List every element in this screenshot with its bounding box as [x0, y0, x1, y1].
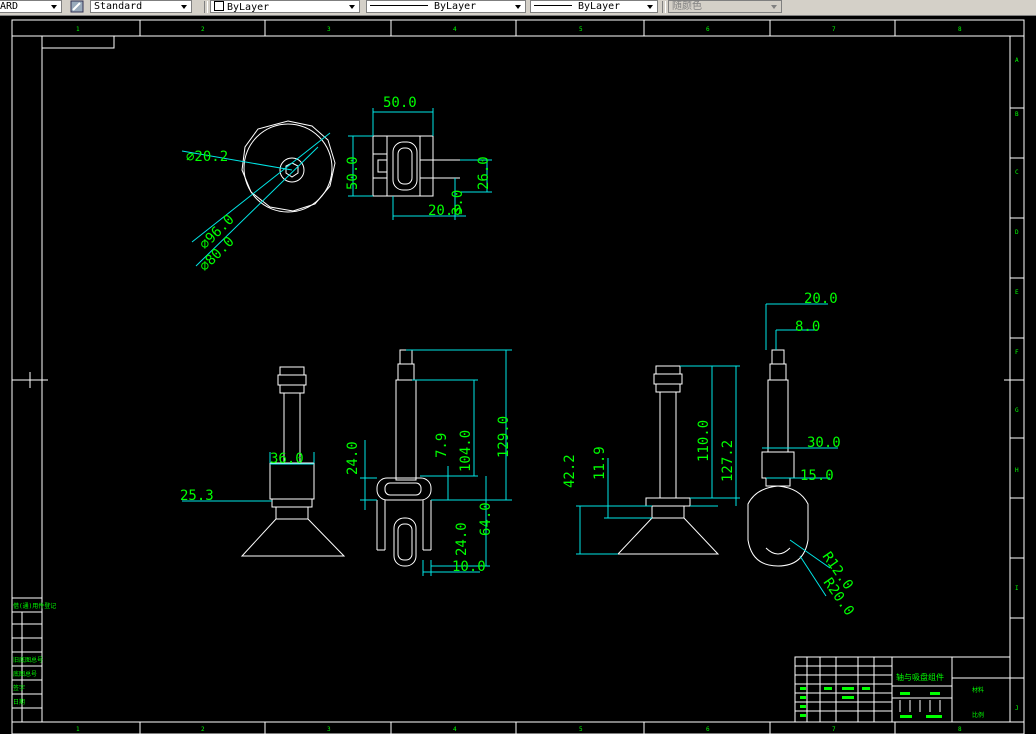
lineweight-value: ByLayer [578, 1, 621, 12]
svg-text:4: 4 [453, 26, 457, 33]
dim-dia-20-2: ⌀20.2 [186, 149, 228, 165]
svg-text:H: H [1015, 467, 1019, 474]
strip-row-1: 旧底图总号 [13, 656, 43, 664]
chevron-down-icon[interactable] [645, 2, 655, 12]
svg-text:E: E [1015, 289, 1019, 296]
dim-20: 20.0 [428, 203, 462, 219]
row-letters: A B C D E F G H I J [1015, 57, 1019, 712]
svg-text:2: 2 [201, 26, 205, 33]
layer-color-combo[interactable]: ByLayer [210, 0, 360, 13]
svg-text:J: J [1015, 705, 1019, 712]
dim-25-3: 25.3 [180, 488, 214, 504]
front-view-2: 42.2 11.9 110.0 127.2 [562, 365, 740, 555]
strip-row-3: 签字 [13, 684, 25, 692]
title-block: 轴与吸盘组件 材料 比例 [794, 656, 1011, 723]
svg-text:F: F [1015, 349, 1019, 356]
top-side-view: 50.0 50.0 26.0 20.0 3.0 [345, 95, 492, 220]
material-label: 材料 [972, 686, 984, 694]
dim-20-right: 20.0 [804, 291, 838, 307]
dim-36: 36.0 [270, 451, 304, 467]
dim-24-b: 24.0 [454, 522, 470, 556]
chevron-down-icon[interactable] [179, 2, 189, 12]
chevron-down-icon[interactable] [49, 2, 59, 12]
svg-text:5: 5 [579, 26, 583, 33]
dim-50-height: 50.0 [345, 156, 361, 190]
textstyle-value: Standard [94, 1, 143, 12]
drawing-frame: 1 2 3 4 5 6 7 8 1 2 3 4 5 6 7 8 A B C D … [11, 19, 1025, 734]
dim-104: 104.0 [458, 430, 474, 472]
toolbar-separator [662, 1, 666, 13]
chevron-down-icon[interactable] [513, 2, 523, 12]
svg-text:G: G [1015, 407, 1019, 414]
linetype-sample [370, 5, 428, 6]
svg-text:2: 2 [201, 726, 205, 733]
plotstyle-combo[interactable]: 随颜色 [668, 0, 782, 13]
dim-50-width: 50.0 [383, 95, 417, 111]
dim-11-9: 11.9 [592, 446, 608, 480]
svg-text:B: B [1015, 111, 1019, 118]
layer-color-value: ByLayer [227, 2, 270, 13]
drawing-canvas[interactable]: .w{stroke:#fff;fill:none;stroke-width:1;… [0, 15, 1036, 734]
dim-42-2: 42.2 [562, 454, 578, 488]
dim-3: 3.0 [450, 190, 466, 215]
plotstyle-value: 随颜色 [672, 1, 702, 12]
svg-text:1: 1 [76, 726, 80, 733]
dim-64: 64.0 [478, 502, 494, 536]
svg-text:A: A [1015, 57, 1019, 64]
dim-15: 15.0 [800, 468, 834, 484]
dim-127-2: 127.2 [720, 440, 736, 482]
svg-text:C: C [1015, 169, 1019, 176]
dimstyle-value: ARD [0, 1, 19, 12]
color-swatch [214, 1, 224, 11]
svg-text:7: 7 [832, 726, 836, 733]
svg-text:8: 8 [958, 26, 962, 33]
dim-7-9: 7.9 [434, 433, 450, 458]
strip-row-4: 日期 [13, 698, 25, 706]
front-view-1: 36.0 25.3 [180, 366, 346, 557]
linetype-combo[interactable]: ByLayer [366, 0, 526, 13]
row-ticks [1010, 107, 1024, 679]
svg-text:6: 6 [706, 26, 710, 33]
lineweight-sample [534, 5, 572, 6]
svg-text:D: D [1015, 229, 1019, 236]
text-style-icon[interactable] [70, 0, 84, 13]
dim-10: 10.0 [452, 559, 486, 575]
textstyle-combo[interactable]: Standard [90, 0, 192, 13]
lineweight-combo[interactable]: ByLayer [530, 0, 658, 13]
toolbar-separator [204, 1, 208, 13]
column-numbers: 1 2 3 4 5 6 7 8 1 2 3 4 5 6 7 8 [76, 26, 962, 733]
linetype-value: ByLayer [434, 1, 477, 12]
dim-110: 110.0 [696, 420, 712, 462]
dimstyle-combo[interactable]: ARD [0, 0, 62, 13]
dim-129: 129.0 [496, 416, 512, 458]
dim-24-a: 24.0 [345, 441, 361, 475]
dim-26: 26.0 [476, 156, 492, 190]
strip-row-2: 底图总号 [13, 670, 37, 678]
svg-text:6: 6 [706, 726, 710, 733]
scale-label: 比例 [972, 711, 984, 719]
svg-text:3: 3 [327, 26, 331, 33]
top-view: ⌀20.2 ⌀96.0 ⌀80.0 [181, 120, 336, 275]
part-name: 轴与吸盘组件 [896, 672, 944, 682]
svg-text:5: 5 [579, 726, 583, 733]
svg-text:1: 1 [76, 26, 80, 33]
dim-30: 30.0 [807, 435, 841, 451]
properties-toolbar: ARD Standard ByLayer ByLayer ByLayer 随颜色 [0, 0, 1036, 16]
left-registration-strip: 借(通)用件登记 旧底图总号 底图总号 签字 日期 [11, 597, 56, 723]
svg-text:3: 3 [327, 726, 331, 733]
side-view-1: 24.0 7.9 104.0 129.0 24.0 64.0 10.0 [345, 349, 512, 576]
side-view-2: 20.0 8.0 30.0 15.0 R12.0 R20.0 [747, 291, 857, 619]
svg-text:8: 8 [958, 726, 962, 733]
svg-text:4: 4 [453, 726, 457, 733]
chevron-down-icon[interactable] [347, 2, 357, 12]
dim-8: 8.0 [795, 319, 820, 335]
svg-text:7: 7 [832, 26, 836, 33]
strip-header: 借(通)用件登记 [13, 602, 56, 610]
column-ticks [139, 20, 896, 734]
chevron-down-icon[interactable] [769, 2, 779, 12]
svg-text:I: I [1015, 585, 1019, 592]
